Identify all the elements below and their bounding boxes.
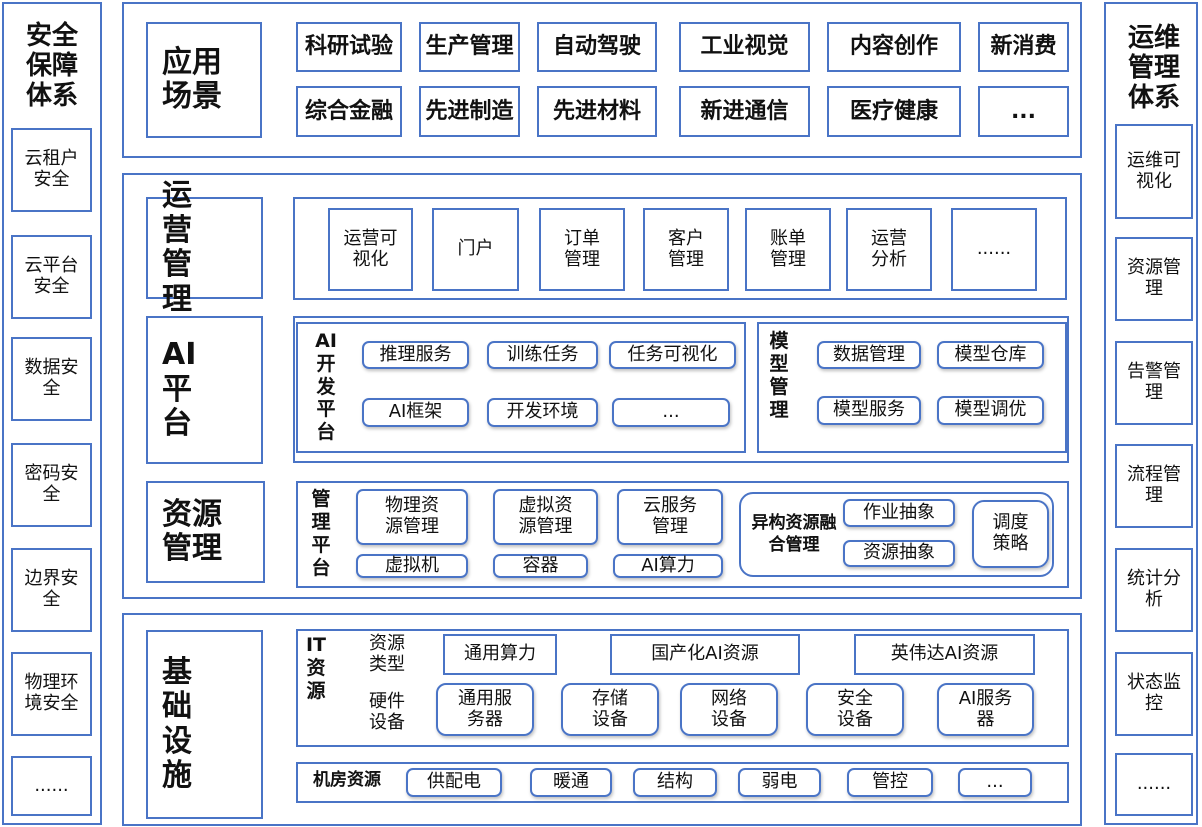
model-mgmt-label: 模型管理 [769,330,789,421]
operation-item: ...... [951,208,1037,291]
app-item: 生产管理 [419,22,520,72]
app-item: 新进通信 [679,86,810,137]
ops-item: 资源管理 [1115,237,1193,321]
operation-item: 运营分析 [846,208,932,291]
hardware-item: 安全设备 [806,683,904,736]
hetero-box [739,492,1054,577]
it-resource-container [296,629,1069,747]
platform-item: 虚拟资源管理 [493,489,598,545]
ai-dev-item: 推理服务 [362,341,469,369]
model-item: 模型调优 [937,396,1044,425]
operation-container [293,197,1067,300]
room-item: 供配电 [406,768,502,797]
ops-item: 统计分析 [1115,548,1193,632]
resource-mgmt-label: 资源管理 [146,481,265,583]
room-item: 弱电 [738,768,821,797]
mgmt-platform-label: 管理平台 [311,488,331,579]
security-item: ...... [11,756,92,816]
platform-item: 物理资源管理 [356,489,468,545]
ops-item: 告警管理 [1115,341,1193,425]
security-item: 密码安全 [11,443,92,527]
infra-label: 基础设施 [146,630,263,819]
infra-section [122,613,1082,826]
security-system-panel [2,2,102,825]
resource-container [296,481,1069,588]
app-item: 医疗健康 [827,86,961,137]
operation-item: 门户 [432,208,519,291]
app-item: 工业视觉 [679,22,810,72]
ai-dev-item: 任务可视化 [609,341,736,369]
hetero-label: 异构资源融合管理 [751,512,837,555]
hardware-item: 存储设备 [561,683,659,736]
platform-item: 容器 [493,554,588,578]
security-item: 物理环境安全 [11,652,92,736]
ai-dev-item: ... [612,398,730,427]
app-label: 应用场景 [146,22,262,138]
app-item: ... [978,86,1069,137]
room-item: 结构 [633,768,717,797]
app-item: 先进制造 [419,86,520,137]
ai-platform-label: AI平台 [146,316,263,464]
hetero-item: 作业抽象 [843,499,955,527]
resource-type-label: 资源类型 [369,633,405,675]
model-item: 数据管理 [817,341,921,369]
operation-item: 订单管理 [539,208,625,291]
security-item: 云平台安全 [11,235,92,319]
app-item: 新消费 [978,22,1069,72]
hardware-item: AI服务器 [937,683,1034,736]
security-system-title: 安全保障体系 [25,21,78,111]
ai-container [293,316,1069,463]
resource-type-item: 英伟达AI资源 [854,634,1035,675]
model-item: 模型仓库 [937,341,1044,369]
app-item: 内容创作 [827,22,961,72]
platform-item: 云服务管理 [617,489,723,545]
ai-dev-platform-label: AI开发平台 [315,330,337,444]
model-mgmt-box [757,322,1067,453]
ai-dev-item: AI框架 [362,398,469,427]
ai-dev-item: 开发环境 [487,398,598,427]
security-item: 数据安全 [11,337,92,421]
operation-label: 运营管理 [146,178,263,316]
room-item: 管控 [847,768,933,797]
platform-item: 虚拟机 [356,554,468,578]
model-item: 模型服务 [817,396,921,425]
room-item: ... [958,768,1032,797]
platform-section [122,173,1082,599]
operation-item: 账单管理 [745,208,831,291]
ops-item: 流程管理 [1115,444,1193,528]
app-item: 自动驾驶 [537,22,657,72]
security-item: 边界安全 [11,548,92,632]
app-section [122,2,1082,158]
resource-type-item: 通用算力 [443,634,557,675]
ops-item: 状态监控 [1115,652,1193,736]
hardware-item: 通用服务器 [436,683,534,736]
security-item: 云租户安全 [11,128,92,212]
ops-item: ...... [1115,753,1193,816]
it-resource-label: IT资源 [305,634,327,702]
hardware-item: 网络设备 [680,683,778,736]
room-resource-label: 机房资源 [313,770,381,791]
hetero-item: 调度策略 [972,500,1049,568]
room-item: 暖通 [530,768,612,797]
resource-type-item: 国产化AI资源 [610,634,800,675]
ops-system-panel [1104,2,1198,825]
app-item: 综合金融 [296,86,402,137]
ai-dev-platform-box [296,322,746,453]
room-resource-container [296,762,1069,803]
hardware-label: 硬件设备 [369,691,405,733]
operation-item: 运营可视化 [328,208,413,291]
ops-item: 运维可视化 [1115,124,1193,219]
ops-system-title: 运维管理体系 [1127,23,1180,113]
hetero-item: 资源抽象 [843,540,955,567]
platform-item: AI算力 [613,554,723,578]
ai-dev-item: 训练任务 [487,341,598,369]
operation-item: 客户管理 [643,208,729,291]
app-item: 科研试验 [296,22,402,72]
app-item: 先进材料 [537,86,657,137]
